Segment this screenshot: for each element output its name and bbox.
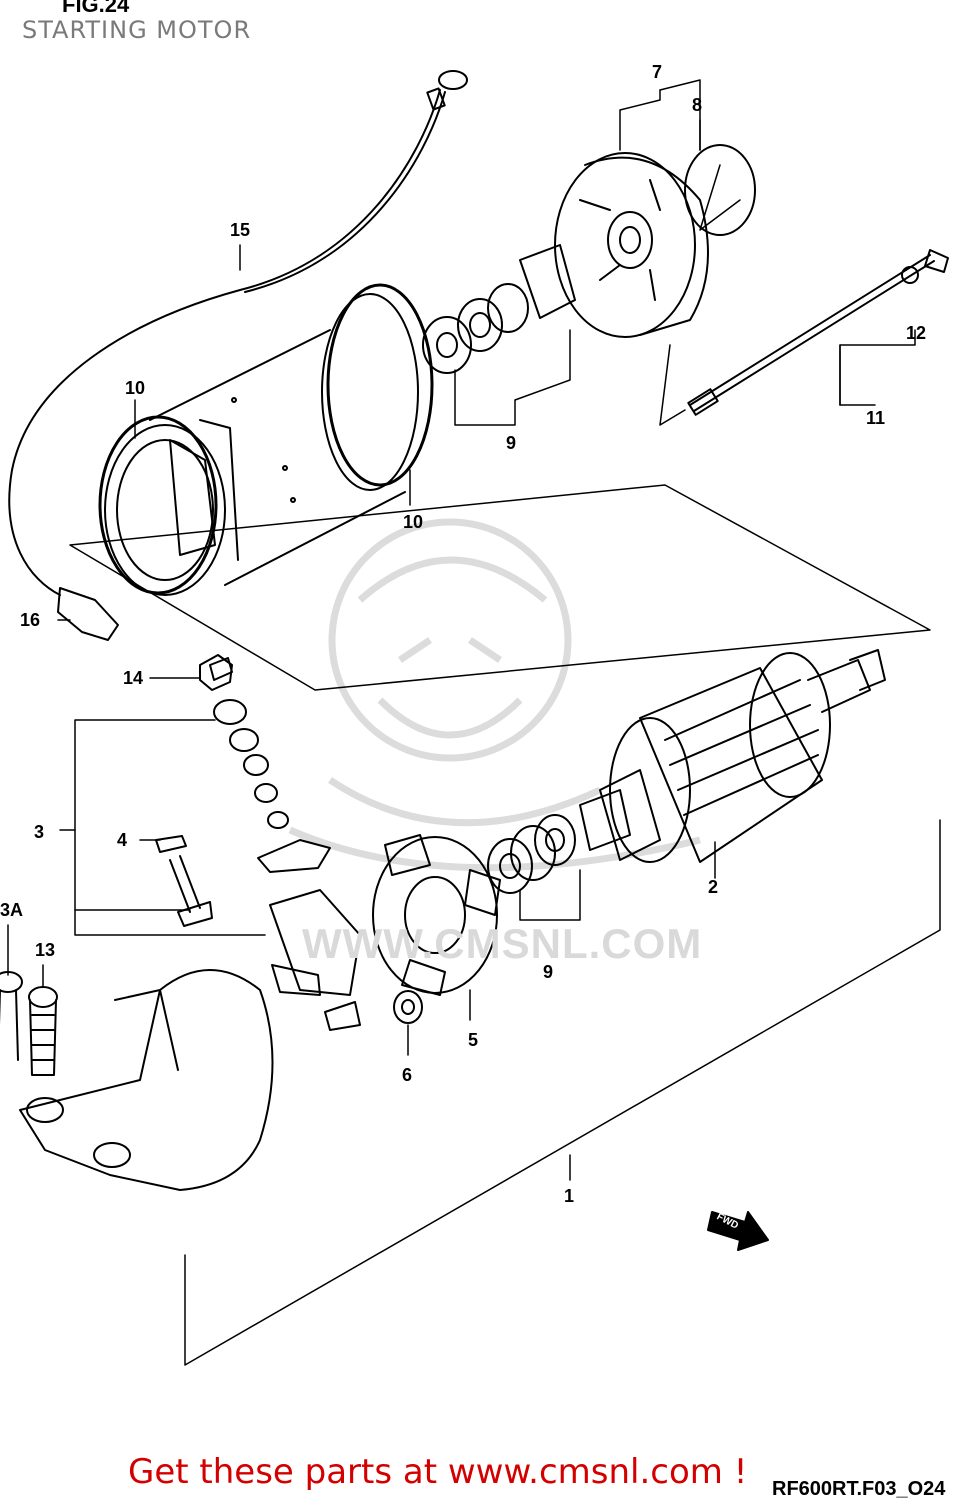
bolt-13: [28, 986, 58, 1076]
callout-10-rear: 10: [403, 512, 424, 532]
callout-10-front: 10: [125, 378, 146, 398]
brush: [393, 990, 423, 1024]
callout-9-lower: 9: [543, 962, 554, 982]
through-bolt: [687, 249, 949, 416]
callout-11: 11: [866, 408, 886, 428]
leader-lines: [7, 79, 916, 1181]
drawing-code: RF600RT.F03_O24: [772, 1478, 946, 1500]
washer-set-upper: [422, 244, 576, 374]
callout-7: 7: [652, 62, 663, 82]
figure-subtitle: STARTING MOTOR: [22, 16, 252, 44]
front-housing: [19, 969, 274, 1191]
callout-14: 14: [123, 668, 144, 688]
brush-holder-plate: [372, 834, 501, 996]
callout-8: 8: [692, 95, 703, 115]
nut-14: [199, 654, 233, 691]
callout-15: 15: [230, 220, 251, 240]
callout-1: 1: [564, 1186, 575, 1206]
watermark-text: WWW.CMSNL.COM: [302, 920, 703, 967]
figure-title: FIG.24: [62, 0, 130, 17]
callout-4: 4: [117, 830, 128, 850]
o-ring-rear: [326, 283, 434, 487]
callout-16: 16: [20, 610, 41, 630]
callout-5: 5: [468, 1030, 479, 1050]
callout-2: 2: [708, 877, 719, 897]
o-ring-front: [98, 415, 218, 595]
callout-3: 3: [34, 822, 45, 842]
assembly-outline: [69, 164, 941, 1366]
washer-set-lower: [487, 814, 576, 894]
yoke-housing: [104, 293, 419, 596]
watermark-mascot: [288, 518, 701, 872]
terminal-bolt: [155, 835, 213, 927]
armature: [579, 649, 886, 863]
callout-3a: 3A: [0, 900, 24, 920]
callout-13: 13: [35, 940, 56, 960]
rear-end-cover: [554, 144, 756, 338]
promo-link[interactable]: Get these parts at www.cmsnl.com !: [128, 1452, 748, 1492]
callout-9-upper: 9: [506, 433, 517, 453]
fwd-arrow-icon: [707, 1211, 769, 1251]
battery-cable: [8, 70, 468, 641]
callout-12: 12: [906, 323, 927, 343]
callout-6: 6: [402, 1065, 413, 1085]
screw-3a: [0, 971, 23, 1061]
